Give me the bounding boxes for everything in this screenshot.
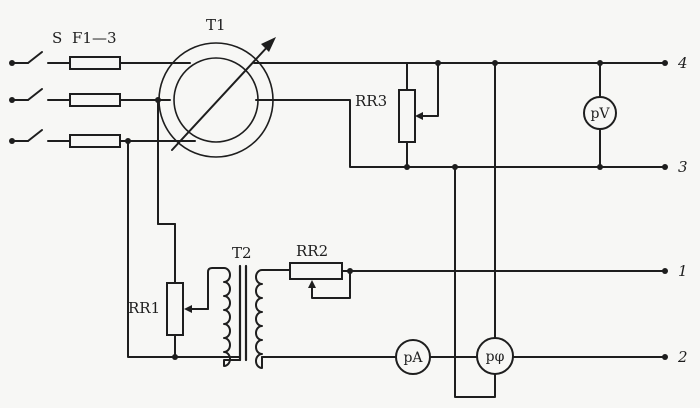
label-fuses: F1—3: [72, 29, 117, 47]
input-line-middle: [11, 88, 171, 107]
input-line-top: [11, 51, 191, 70]
wire-common-return: [127, 140, 241, 358]
input-terminal-bottom: [9, 138, 15, 144]
input-terminal-top: [9, 60, 15, 66]
terminal-2-dot: [662, 354, 668, 360]
label-rr3: RR3: [355, 92, 387, 110]
ammeter-label: pA: [403, 350, 423, 366]
fuse-middle: [69, 93, 121, 107]
terminal-4-label: 4: [677, 54, 688, 72]
terminal-2-label: 2: [677, 348, 688, 366]
voltmeter-label: pV: [590, 106, 610, 122]
resistor-rr1: [166, 223, 209, 358]
label-rr1: RR1: [128, 299, 160, 317]
terminal-3-label: 3: [678, 158, 688, 176]
switch-blade-bottom: [27, 129, 43, 142]
transformer-t2: [207, 264, 291, 369]
terminal-1-dot: [662, 268, 668, 274]
label-rr2: RR2: [296, 242, 328, 260]
t1-variable-arrow: [171, 43, 271, 151]
resistor-rr2: [289, 262, 666, 299]
terminal-3-dot: [662, 164, 668, 170]
voltmeter-pv: [583, 62, 617, 168]
label-t1: T1: [206, 16, 226, 34]
fuse-top: [69, 56, 121, 70]
phase-meter-label: pφ: [486, 349, 505, 365]
resistor-rr3: [398, 62, 439, 168]
label-switch: S: [52, 29, 62, 47]
transformer-t1: [158, 37, 276, 158]
input-terminal-middle: [9, 97, 15, 103]
switch-blade-middle: [27, 88, 43, 101]
input-line-bottom: [11, 129, 196, 148]
wire-pphi-return: [454, 166, 496, 398]
terminal-4-dot: [662, 60, 668, 66]
terminal-1-label: 1: [678, 262, 688, 280]
line-to-terminal-3: [255, 99, 666, 168]
switch-blade-top: [27, 51, 43, 64]
fuse-bottom: [69, 134, 121, 148]
label-t2: T2: [232, 244, 252, 262]
